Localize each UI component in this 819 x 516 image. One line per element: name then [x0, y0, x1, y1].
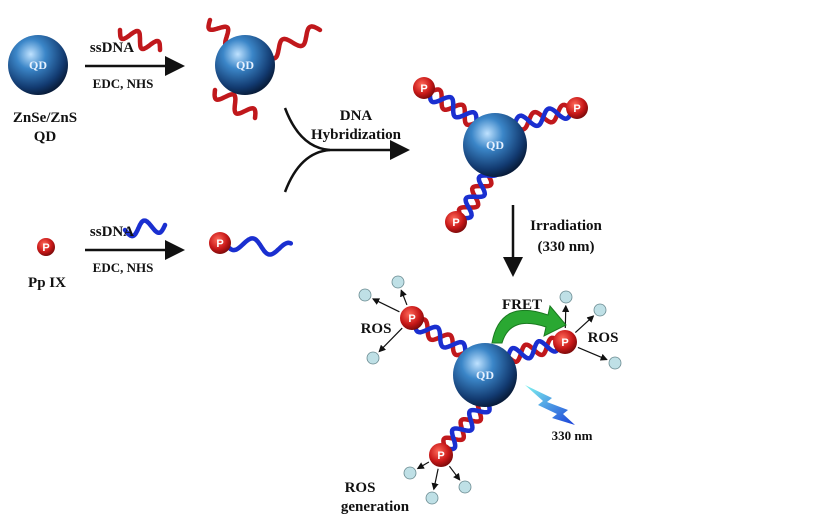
- edc-nhs-label-top: EDC, NHS: [93, 76, 154, 91]
- ros-arrow: [448, 465, 461, 481]
- irradiation-wavelength-label: (330 nm): [537, 239, 594, 255]
- ros-molecule: [559, 290, 573, 304]
- ssdna-strand-blue: [442, 399, 492, 452]
- ros-arrow: [574, 315, 595, 333]
- uv-light-bolt-icon: [525, 385, 575, 425]
- ppix-p-label: P: [408, 313, 415, 325]
- ppix-p-label: P: [420, 83, 427, 95]
- ssdna-strand-red: [212, 87, 258, 121]
- ppix-molecule: [37, 238, 55, 256]
- ros-label-left: ROS: [361, 321, 392, 337]
- ppix-molecule: [429, 443, 453, 467]
- ros-arrow: [378, 327, 403, 353]
- ssdna-strand-red: [262, 24, 323, 61]
- ssdna-strand-blue: [122, 218, 168, 239]
- ros-generation-label-2: generation: [341, 499, 410, 515]
- ppix-label: Pp IX: [28, 275, 66, 291]
- ros-arrow: [577, 346, 608, 361]
- ppix-p-label: P: [561, 337, 568, 349]
- ssdna-strand-blue: [222, 236, 294, 257]
- ppix-molecule: [566, 97, 588, 119]
- light-wavelength-label: 330 nm: [552, 428, 593, 443]
- ssdna-strand-red: [117, 27, 163, 53]
- fret-arrow-icon: [491, 304, 567, 344]
- ppix-p-label: P: [216, 238, 223, 250]
- qd-label: QD: [486, 138, 504, 152]
- ppix-molecule: [445, 211, 467, 233]
- qd-label: QD: [236, 58, 254, 72]
- ssdna-strand-red: [441, 398, 491, 451]
- ros-molecule: [458, 480, 472, 494]
- qd-label: QD: [29, 58, 47, 72]
- ppix-ssdna-conjugate: [209, 232, 231, 254]
- ppix-molecule: [400, 306, 424, 330]
- ros-label-right: ROS: [588, 330, 619, 346]
- znse-zns-qd: [8, 35, 68, 95]
- ros-molecule: [425, 491, 439, 505]
- ros-molecule: [391, 275, 405, 289]
- ssdna-label-bottom: ssDNA: [90, 224, 134, 240]
- ros-arrow: [416, 461, 430, 470]
- ros-generation-label: ROS: [345, 480, 376, 496]
- hybridization-label: Hybridization: [311, 127, 402, 143]
- ppix-p-label: P: [437, 450, 444, 462]
- ros-molecule: [608, 356, 622, 370]
- fret-label: FRET: [502, 297, 542, 313]
- edc-nhs-label-bottom: EDC, NHS: [93, 260, 154, 275]
- irradiation-label: Irradiation: [530, 218, 602, 234]
- qd-ssdna-conjugate: [215, 35, 275, 95]
- irradiated-qd: [453, 343, 517, 407]
- hybridized-qd: [463, 113, 527, 177]
- qd-label: QD: [476, 368, 494, 382]
- ros-molecule: [366, 351, 380, 365]
- ros-molecule: [403, 466, 417, 480]
- ros-arrow: [372, 298, 400, 313]
- ppix-p-label: P: [42, 242, 49, 254]
- ros-arrow: [400, 289, 408, 306]
- znse-qd-label: QD: [34, 129, 57, 145]
- ppix-p-label: P: [452, 217, 459, 229]
- ros-molecule: [358, 288, 372, 302]
- dna-label: DNA: [340, 108, 373, 124]
- ppix-molecule: [413, 77, 435, 99]
- ros-arrow: [431, 468, 439, 491]
- ppix-p-label: P: [573, 103, 580, 115]
- ros-molecule: [593, 303, 607, 317]
- hybridization-merge-branch: [283, 148, 331, 193]
- ssdna-label-top: ssDNA: [90, 40, 134, 56]
- ppix-molecule: [553, 330, 577, 354]
- znse-label: ZnSe/ZnS: [13, 110, 77, 126]
- reaction-arrows: [85, 56, 523, 277]
